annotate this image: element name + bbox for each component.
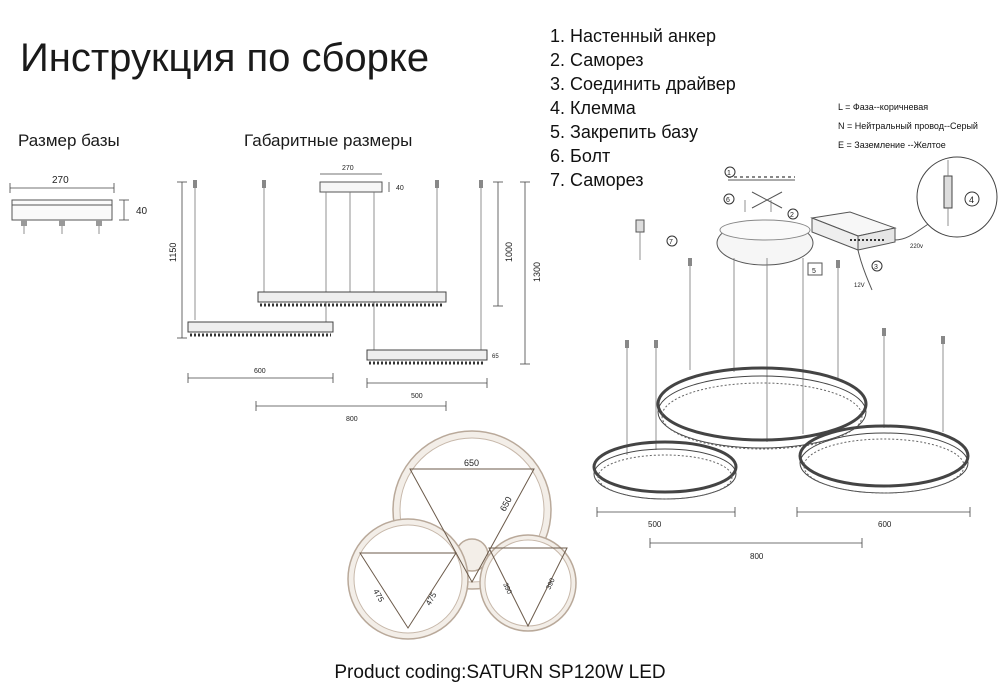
- callout-3: 3: [874, 264, 878, 271]
- big-ring-label: 650: [464, 458, 479, 468]
- iso-right-label: 600: [878, 520, 892, 529]
- step-item: 3. Соединить драйвер: [550, 74, 736, 94]
- left-bar-width-label: 600: [254, 368, 266, 375]
- iso-overall-label: 800: [750, 552, 764, 561]
- overall-width-label: 800: [346, 416, 358, 423]
- wiring-line: L = Фаза--коричневая: [838, 102, 929, 112]
- outer-height-label: 1300: [532, 262, 542, 282]
- step-item: 5. Закрепить базу: [550, 122, 698, 142]
- step-item: 7. Саморез: [550, 170, 644, 190]
- canopy-width-label: 270: [342, 165, 354, 172]
- callout-6: 6: [726, 197, 730, 204]
- step-item: 2. Саморез: [550, 50, 644, 70]
- mounting-detail: 1 6 2 5 7 220v 12V 3 4: [635, 156, 998, 291]
- callout-2: 2: [790, 212, 794, 219]
- step-item: 4. Клемма: [550, 98, 636, 118]
- base-width-label: 270: [52, 175, 69, 186]
- bar-height-label: 65: [492, 354, 499, 360]
- page-title: Инструкция по сборке: [20, 36, 430, 80]
- right-ring-label-a: 390: [501, 582, 512, 596]
- driver-output-voltage: 12V: [854, 283, 865, 289]
- callout-7: 7: [669, 239, 673, 246]
- step-item: 6. Болт: [550, 146, 611, 166]
- step-item: 1. Настенный анкер: [550, 26, 716, 46]
- canopy-height-label: 40: [396, 185, 404, 192]
- left-height-label: 1150: [168, 243, 178, 262]
- callout-5: 5: [812, 268, 816, 275]
- overall-dimensions-heading: Габаритные размеры: [244, 131, 413, 150]
- iso-left-label: 500: [648, 520, 662, 529]
- wiring-legend: L = Фаза--коричневая N = Нейтральный про…: [838, 98, 978, 155]
- base-size-heading: Размер базы: [18, 131, 120, 150]
- callout-1: 1: [727, 170, 731, 177]
- assembly-steps-list: 1. Настенный анкер 2. Саморез 3. Соедини…: [550, 24, 736, 192]
- wiring-line: N = Нейтральный провод--Серый: [838, 121, 978, 131]
- base-size-drawing: 270 40: [9, 175, 148, 234]
- isometric-assembled-view: 500 600 800: [592, 258, 971, 561]
- top-view-drawing: 650 650 475 475 390 390: [347, 430, 577, 640]
- driver-input-voltage: 220v: [910, 244, 923, 250]
- right-ring-label-b: 390: [545, 577, 556, 591]
- wiring-line: E = Заземление --Желтое: [838, 140, 946, 150]
- inner-height-label: 1000: [504, 242, 514, 262]
- product-code-footer: Product coding:SATURN SP120W LED: [334, 662, 666, 683]
- callout-4: 4: [969, 195, 974, 205]
- right-bar-width-label: 500: [411, 393, 423, 400]
- base-height-label: 40: [136, 206, 148, 217]
- side-elevation-drawing: 270 40 1150 1000: [168, 165, 542, 423]
